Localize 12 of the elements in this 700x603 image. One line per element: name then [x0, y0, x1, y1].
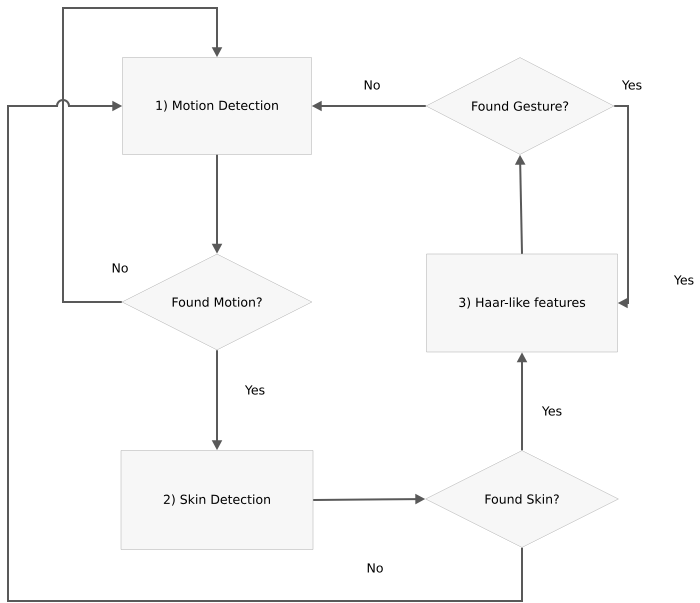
process-box: 2) Skin Detection — [120, 450, 314, 550]
process-box: 3) Haar-like features — [426, 254, 618, 352]
edge-label: Yes — [620, 79, 644, 91]
edge-label: Yes — [540, 405, 564, 417]
label: Yes — [674, 275, 694, 285]
edge-label: No — [366, 562, 384, 574]
edge-label: No — [362, 79, 382, 91]
edge-label: Yes — [244, 384, 266, 396]
process-box: 1) Motion Detection — [122, 57, 312, 155]
arrow — [614, 105, 629, 308]
arrow — [62, 7, 222, 303]
arrow — [7, 99, 523, 602]
